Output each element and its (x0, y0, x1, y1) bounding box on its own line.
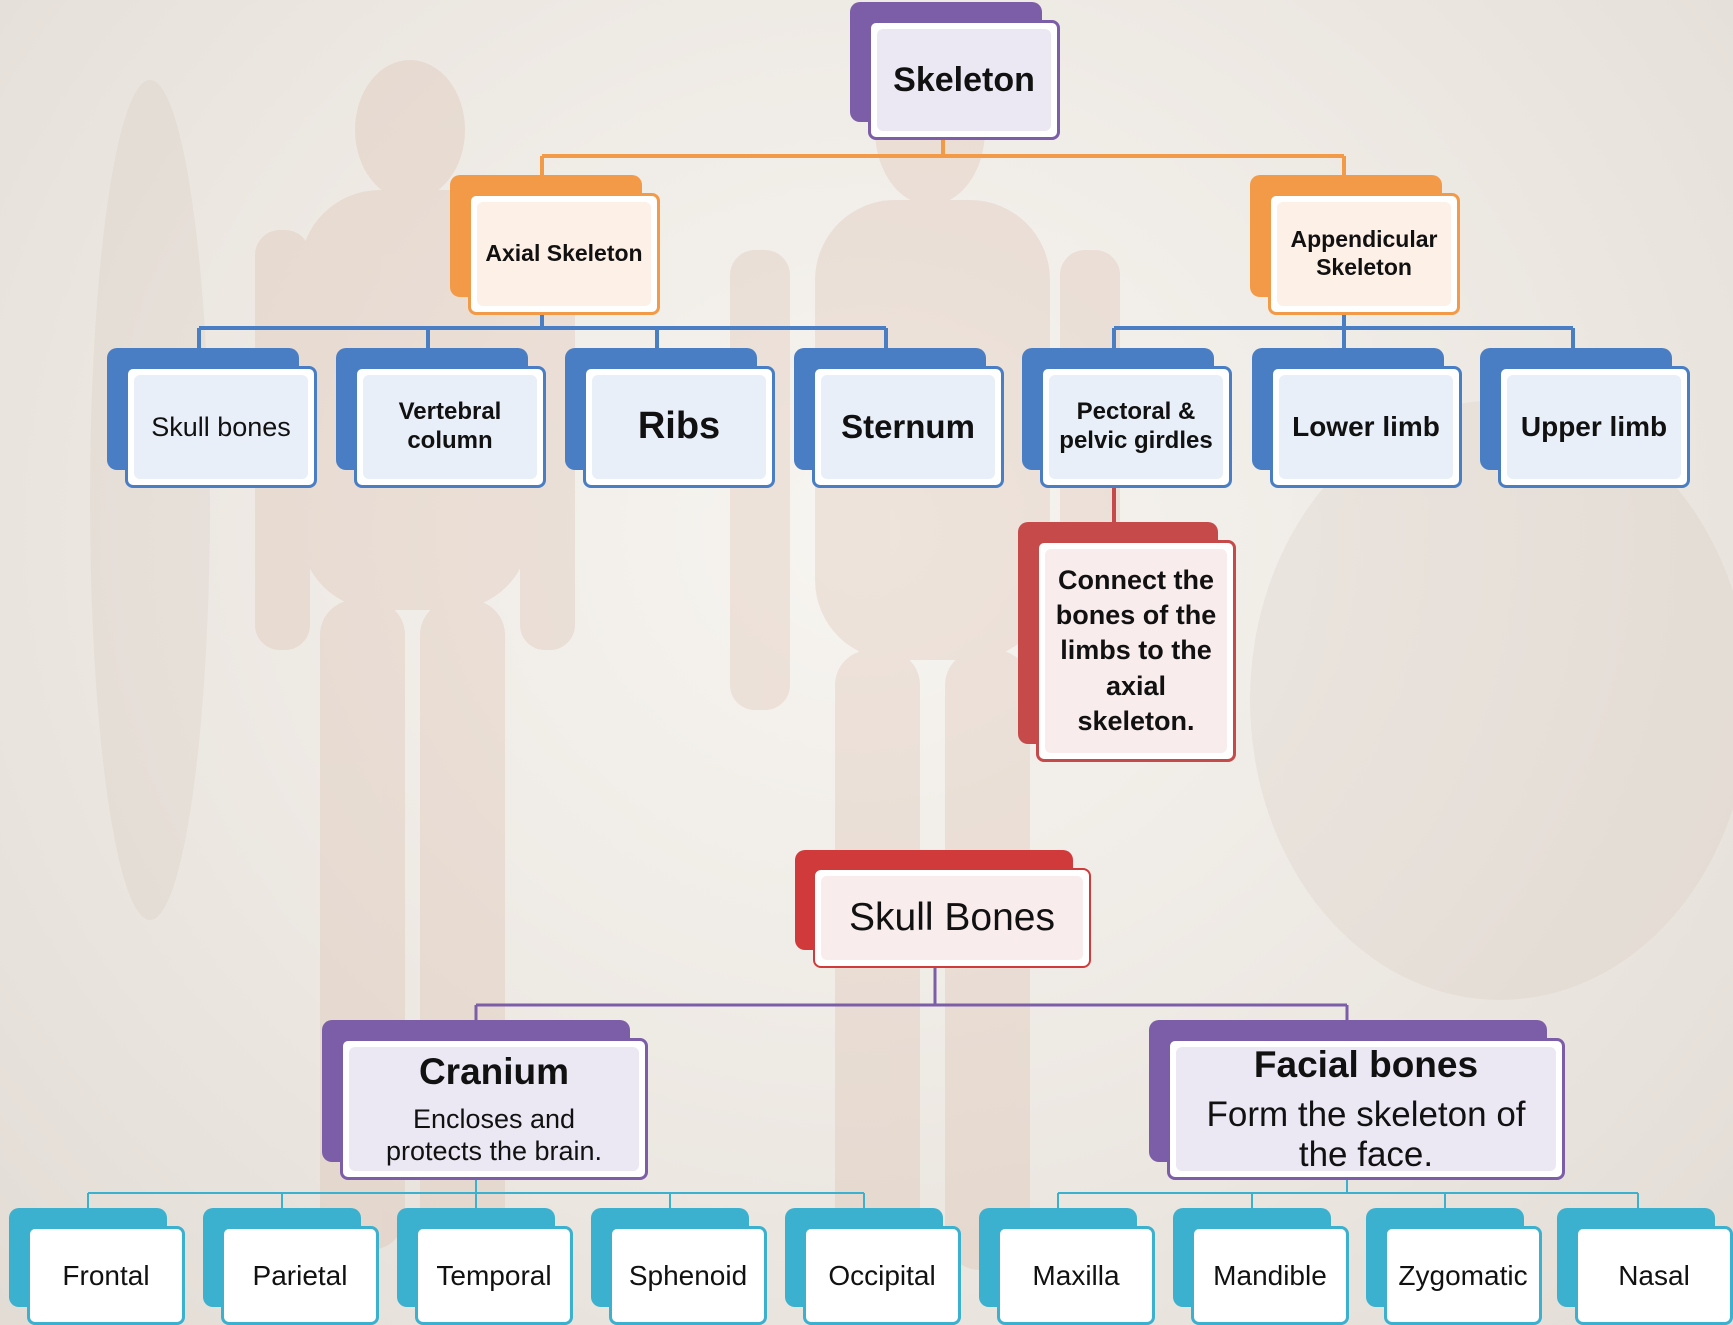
node-axial-skeleton: Axial Skeleton (450, 175, 660, 315)
node-maxilla: Maxilla (979, 1208, 1155, 1325)
node-girdles-label: Pectoral & pelvic girdles (1059, 398, 1213, 454)
node-zygomatic: Zygomatic (1366, 1208, 1542, 1325)
node-lower-limb: Lower limb (1252, 348, 1462, 488)
node-cranium-description: Encloses and protects the brain. (385, 1103, 603, 1167)
node-girdles-note: Connect the bones of the limbs to the ax… (1018, 522, 1236, 762)
node-appendicular-skeleton: Appendicular Skeleton (1250, 175, 1460, 315)
node-axial-label: Axial Skeleton (485, 240, 643, 267)
node-ribs: Ribs (565, 348, 775, 488)
node-appendicular-label: Appendicular Skeleton (1290, 226, 1438, 280)
node-upper-limb-label: Upper limb (1520, 411, 1668, 443)
node-skeleton-label: Skeleton (893, 60, 1035, 99)
node-zygomatic-label: Zygomatic (1398, 1259, 1528, 1291)
node-parietal: Parietal (203, 1208, 379, 1325)
node-skull-bones-label: Skull bones (151, 411, 291, 442)
node-vertebral-column: Vertebral column (336, 348, 546, 488)
node-pectoral-pelvic-girdles: Pectoral & pelvic girdles (1022, 348, 1232, 488)
node-sphenoid-label: Sphenoid (628, 1259, 748, 1291)
node-skeleton: Skeleton (850, 2, 1060, 140)
node-skull-bones: Skull bones (107, 348, 317, 488)
node-skull-bones-root: Skull Bones (795, 850, 1091, 968)
node-facial-bones: Facial bones Form the skeleton of the fa… (1149, 1020, 1565, 1180)
node-ribs-label: Ribs (637, 405, 721, 448)
node-frontal: Frontal (9, 1208, 185, 1325)
node-girdles-note-label: Connect the bones of the limbs to the ax… (1055, 565, 1217, 736)
node-cranium: Cranium Encloses and protects the brain. (322, 1020, 648, 1180)
node-facial-title: Facial bones (1253, 1043, 1479, 1085)
node-mandible: Mandible (1173, 1208, 1349, 1325)
node-facial-description: Form the skeleton of the face. (1206, 1094, 1526, 1175)
node-upper-limb: Upper limb (1480, 348, 1690, 488)
node-sphenoid: Sphenoid (591, 1208, 767, 1325)
node-occipital: Occipital (785, 1208, 961, 1325)
node-vertebral-label: Vertebral column (398, 398, 502, 454)
node-nasal: Nasal (1557, 1208, 1733, 1325)
node-temporal-label: Temporal (436, 1259, 552, 1291)
node-maxilla-label: Maxilla (1032, 1259, 1120, 1291)
node-mandible-label: Mandible (1213, 1259, 1327, 1291)
node-sternum-label: Sternum (841, 408, 975, 446)
node-occipital-label: Occipital (828, 1259, 936, 1291)
node-cranium-title: Cranium (418, 1051, 570, 1093)
node-nasal-label: Nasal (1618, 1259, 1690, 1291)
node-skull-root-label: Skull Bones (849, 895, 1055, 939)
node-lower-limb-label: Lower limb (1292, 411, 1440, 443)
node-frontal-label: Frontal (62, 1259, 150, 1291)
node-temporal: Temporal (397, 1208, 573, 1325)
node-parietal-label: Parietal (252, 1259, 348, 1291)
node-sternum: Sternum (794, 348, 1004, 488)
